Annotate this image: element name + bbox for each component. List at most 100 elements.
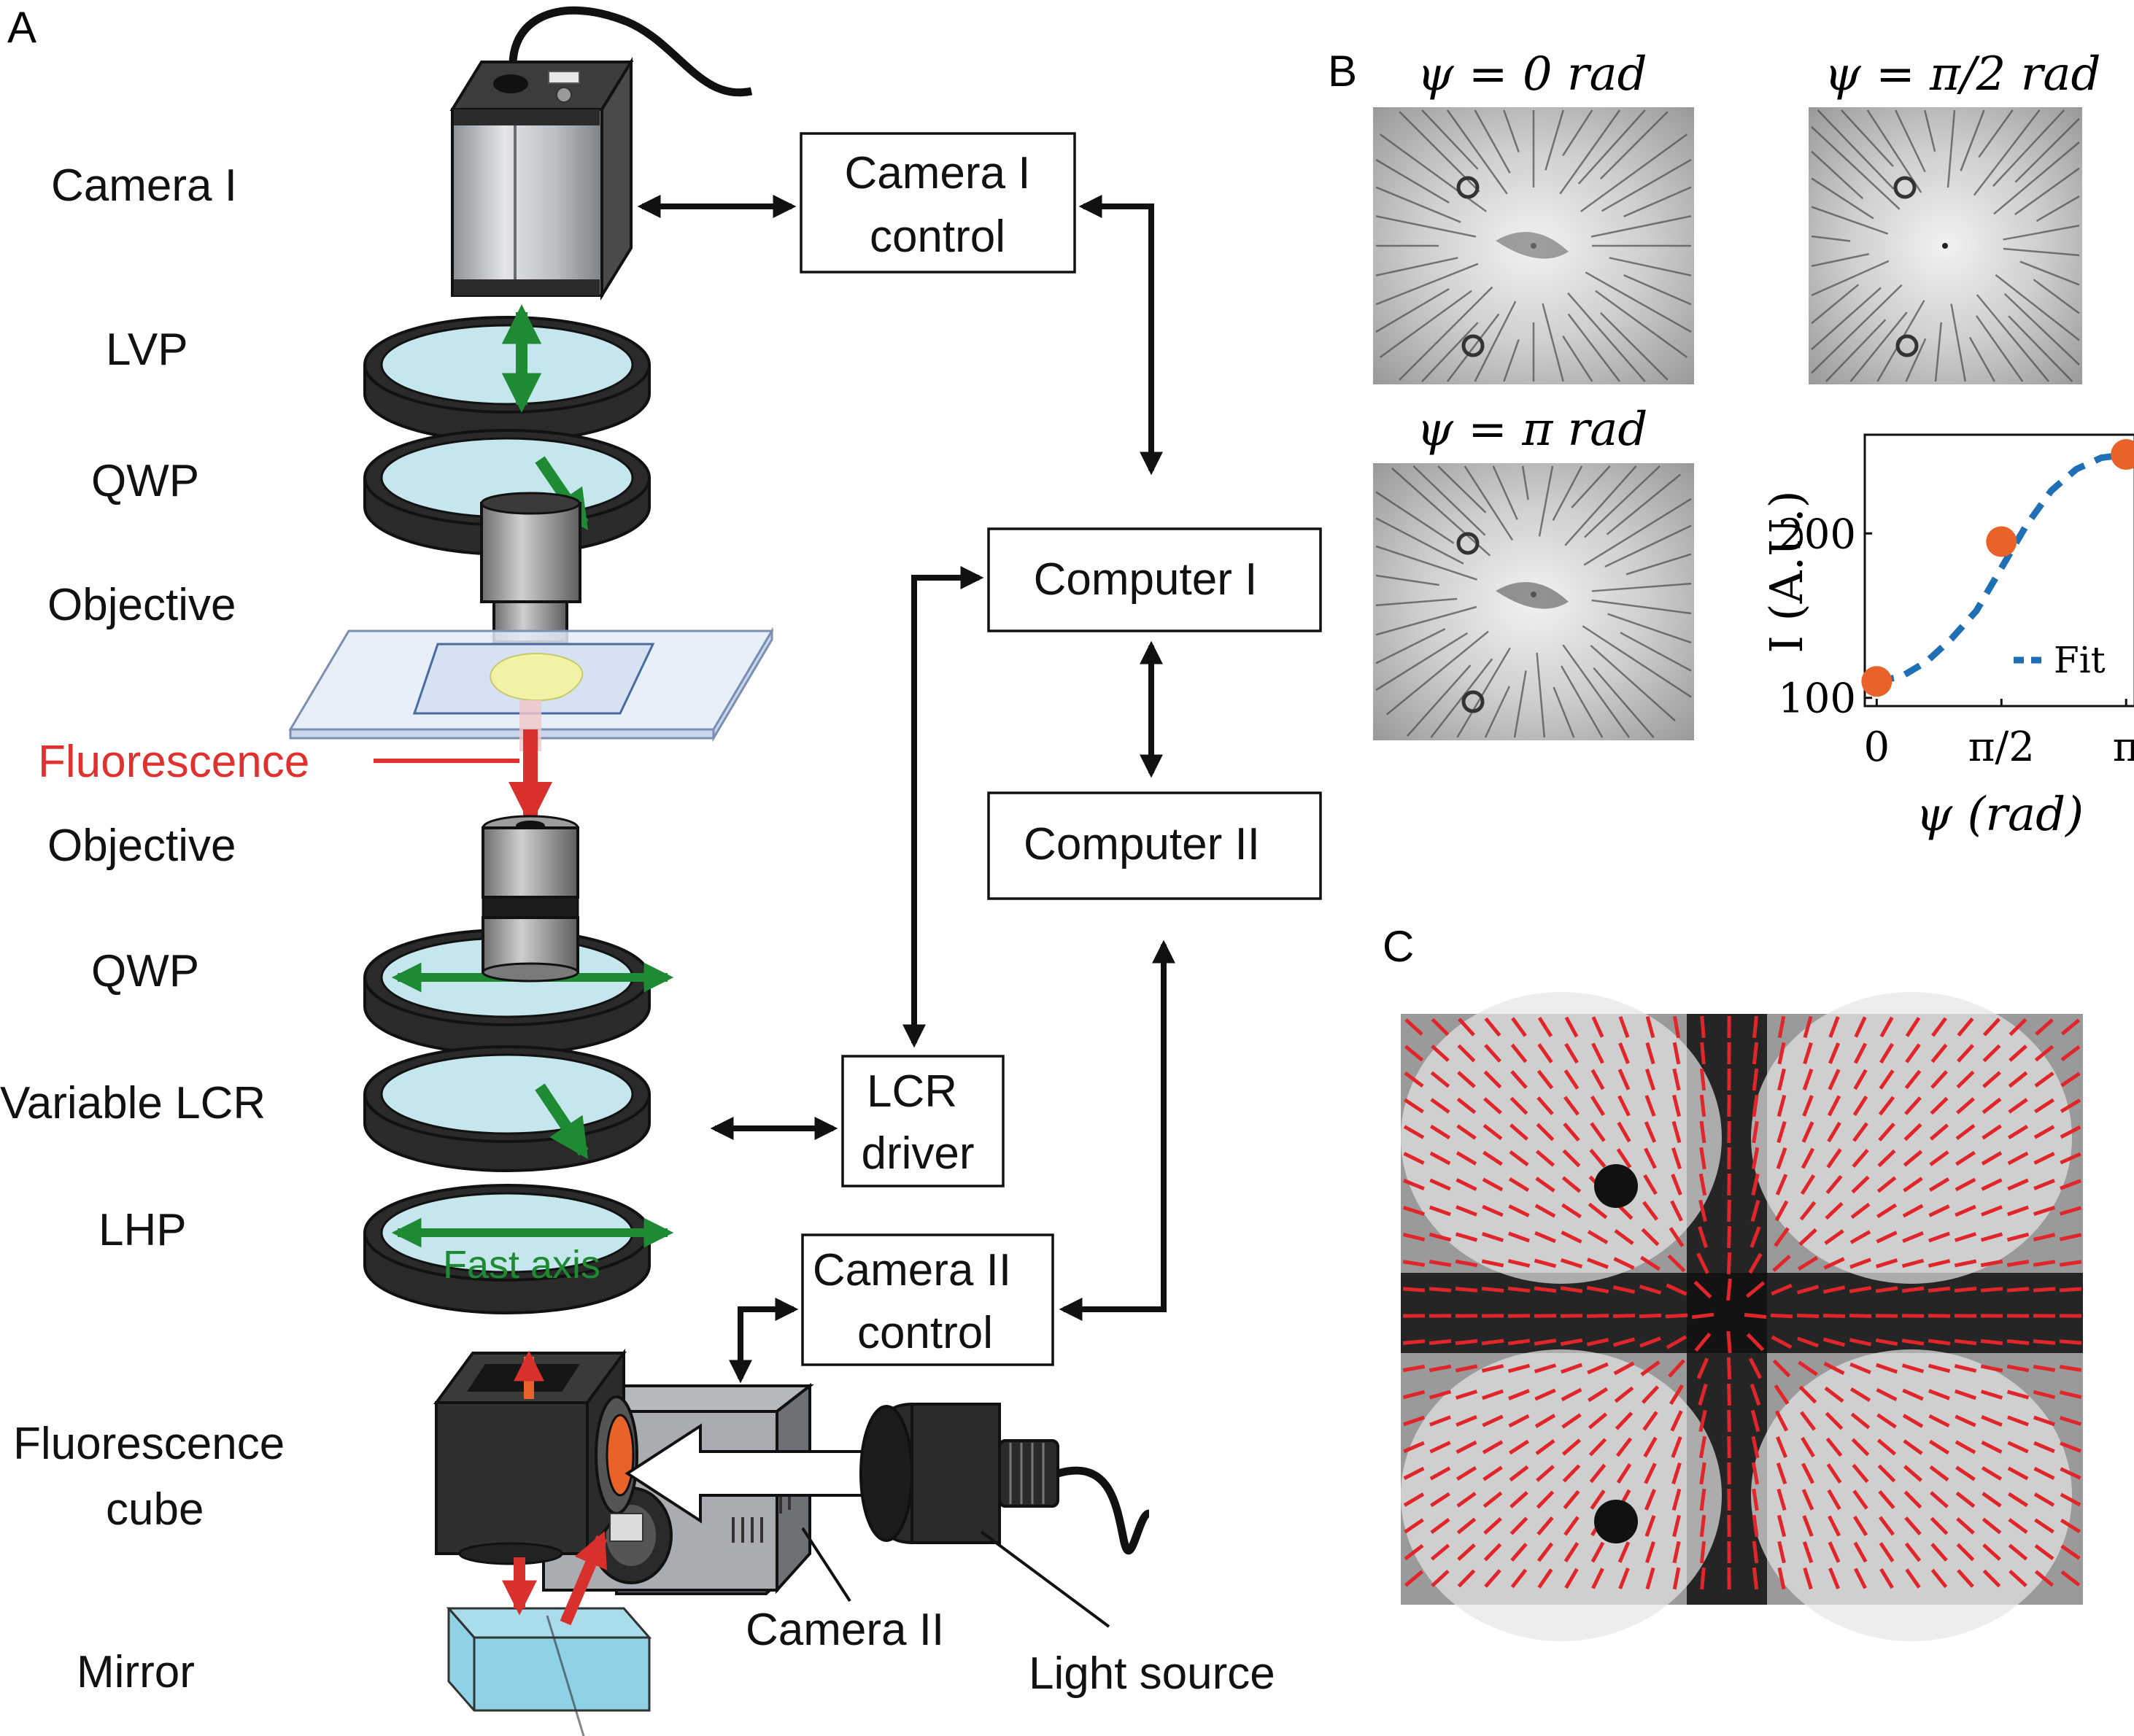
director-segment <box>1928 1439 1950 1455</box>
director-segment <box>1879 1542 1895 1562</box>
director-segment <box>1904 1516 1922 1535</box>
director-segment <box>1828 1042 1841 1064</box>
director-segment <box>1562 1464 1581 1483</box>
director-segment <box>1562 1438 1581 1456</box>
image-streak <box>2003 292 2080 366</box>
director-segment <box>1875 1314 1898 1318</box>
director-segment <box>1455 1440 1477 1454</box>
image-streak <box>1407 664 1472 737</box>
director-segment <box>1828 1568 1840 1589</box>
director-segment <box>1617 1121 1631 1143</box>
image-title-psi-pi-half: ψ = π/2 rad <box>1825 47 2101 101</box>
director-segment <box>1904 1542 1922 1562</box>
director-segment <box>1904 1096 1922 1115</box>
label-variable-lcr: Variable LCR <box>0 1078 266 1128</box>
director-segment <box>1699 1068 1706 1091</box>
director-segment <box>1803 1042 1813 1065</box>
director-segment <box>1954 1287 1977 1293</box>
director-segment <box>1777 1514 1787 1538</box>
director-segment <box>2034 1570 2054 1587</box>
director-segment <box>2033 1179 2055 1190</box>
director-segment <box>1510 1043 1528 1063</box>
director-segment <box>1752 1488 1759 1511</box>
director-segment <box>1535 1150 1555 1167</box>
image-streak <box>1811 206 1889 235</box>
director-segment <box>1930 1491 1949 1508</box>
director-segment <box>1644 1068 1656 1091</box>
director-segment <box>1404 1543 1424 1561</box>
director-segment <box>1876 1363 1898 1374</box>
director-segment <box>2060 1441 2081 1453</box>
director-segment <box>1590 1122 1606 1142</box>
image-streak <box>1811 252 1869 268</box>
director-segment <box>1827 1489 1841 1511</box>
director-segment <box>1801 1489 1814 1511</box>
image-streak <box>1503 338 1520 382</box>
director-segment <box>1803 1015 1813 1039</box>
director-segment <box>2060 1072 2081 1088</box>
director-segment <box>1822 1337 1846 1347</box>
image-streak <box>1375 215 1477 238</box>
image-streak <box>1811 284 1860 325</box>
image-streak <box>1375 517 1464 565</box>
director-segment <box>1751 1462 1760 1485</box>
director-segment <box>1699 1147 1706 1170</box>
director-segment <box>1645 1541 1655 1564</box>
director-segment <box>1955 1177 1976 1192</box>
director-segment <box>1826 1463 1842 1484</box>
director-segment <box>2034 1072 2054 1088</box>
director-segment <box>1698 1383 1708 1406</box>
director-segment <box>2060 1467 2081 1480</box>
image-streak <box>1590 215 1692 238</box>
image-streak <box>1934 322 1942 382</box>
image-streak <box>1375 574 1439 586</box>
director-segment <box>1456 1124 1477 1140</box>
director-segment <box>1982 1543 2001 1561</box>
director-segment <box>1671 1147 1682 1170</box>
director-segment <box>1643 1174 1658 1196</box>
director-segment <box>1563 1542 1580 1562</box>
director-segment <box>1902 1414 1924 1428</box>
image-streak <box>1437 465 1487 514</box>
image-streak <box>1446 313 1500 382</box>
image-streak <box>1580 133 1688 212</box>
director-segment <box>1589 1148 1607 1169</box>
director-segment <box>1828 1016 1840 1038</box>
director-segment <box>1772 1255 1791 1272</box>
x-tick-label: π <box>2113 724 2134 771</box>
director-segment <box>1536 1490 1555 1509</box>
director-segment <box>1875 1258 1898 1268</box>
director-segment <box>1824 1386 1844 1403</box>
director-segment <box>2034 1543 2054 1561</box>
director-segment <box>1561 1231 1582 1244</box>
director-segment <box>1853 1042 1868 1064</box>
director-segment <box>1456 1097 1477 1115</box>
director-segment <box>1826 1148 1842 1169</box>
dark-band-horizontal <box>1401 1273 2083 1353</box>
director-segment <box>1456 1517 1477 1535</box>
lvp-disc <box>363 316 651 443</box>
director-segment <box>1618 1568 1630 1589</box>
lcr-driver-box <box>841 1055 1005 1187</box>
director-segment <box>1455 1364 1478 1373</box>
image-streak <box>2014 167 2080 216</box>
director-segment <box>1429 1232 1452 1242</box>
director-segment <box>1980 1338 2003 1346</box>
chart-x-axis-label: ψ (rad) <box>1916 788 2084 842</box>
director-segment <box>1509 1516 1528 1535</box>
image-streak <box>1583 497 1692 566</box>
director-segment <box>1642 1411 1658 1431</box>
image-streak <box>1817 109 1895 190</box>
director-segment <box>1980 1390 2003 1400</box>
fit-curve-line <box>1876 451 2127 685</box>
director-segment <box>1903 1123 1922 1142</box>
director-segment <box>1799 1201 1817 1221</box>
director-segment <box>1727 1173 1731 1196</box>
image-streak <box>1513 670 1527 738</box>
director-segment <box>1457 1569 1476 1588</box>
data-point <box>1861 666 1893 697</box>
director-segment <box>1800 1174 1816 1196</box>
director-segment <box>2034 1518 2054 1534</box>
director-segment <box>1614 1229 1634 1245</box>
